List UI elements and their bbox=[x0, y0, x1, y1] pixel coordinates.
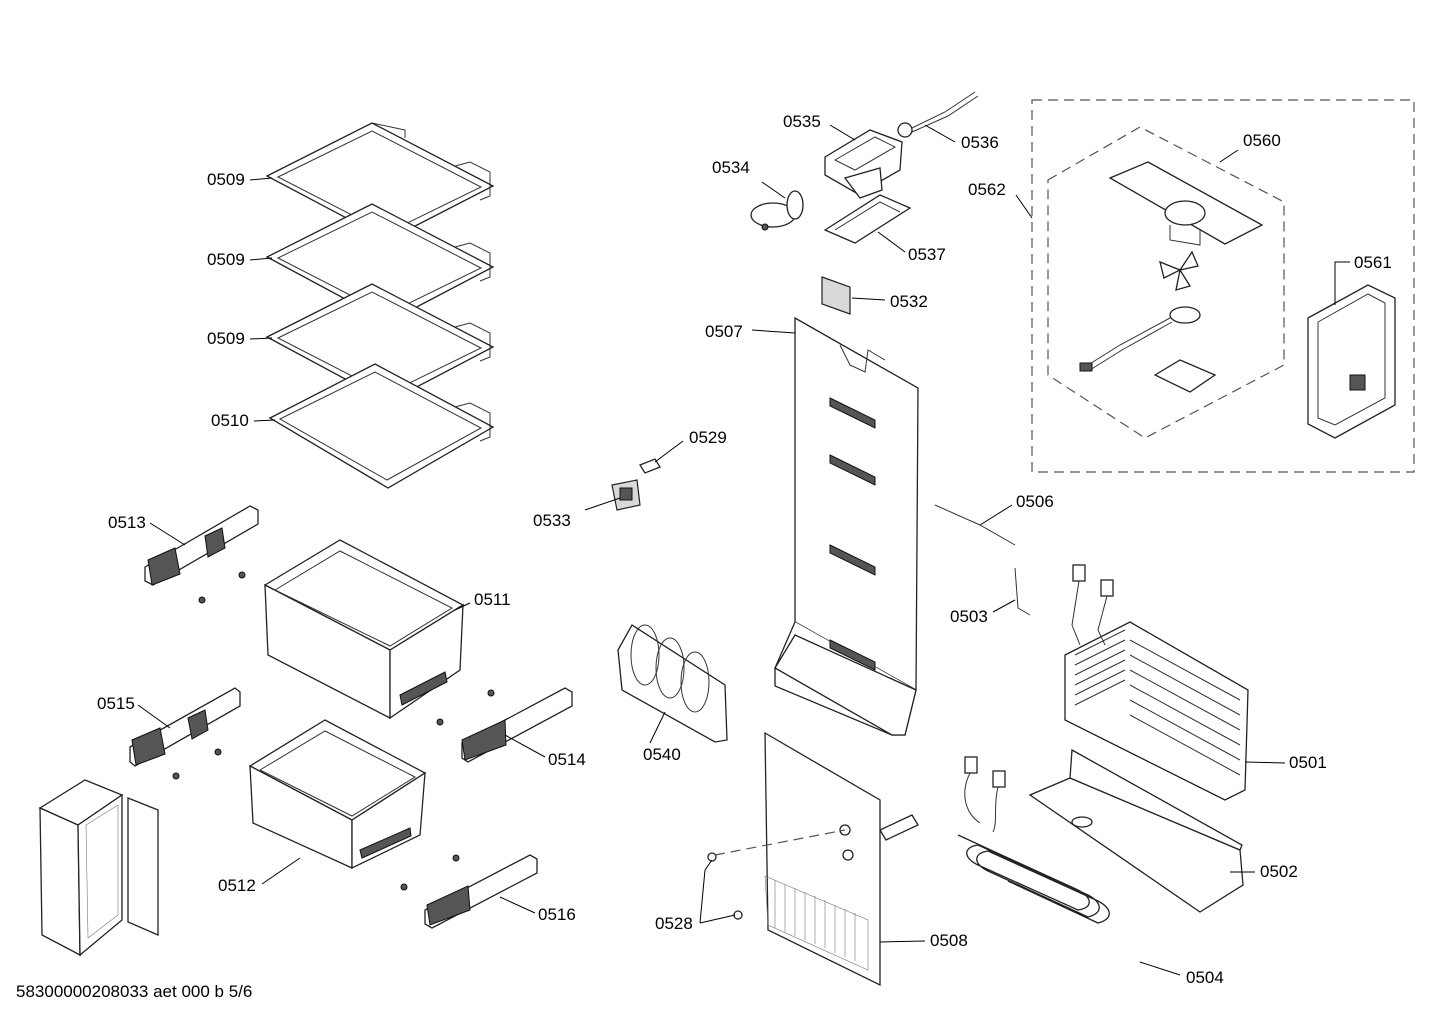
label-0532: 0532 bbox=[890, 292, 928, 311]
fan-cover-0560 bbox=[1108, 161, 1264, 246]
label-0533: 0533 bbox=[533, 511, 571, 530]
label-0537: 0537 bbox=[908, 245, 946, 264]
label-0529: 0529 bbox=[689, 428, 727, 447]
fan-blade bbox=[1159, 250, 1199, 291]
lamp-cover-0537 bbox=[823, 194, 912, 244]
label-0562: 0562 bbox=[968, 180, 1006, 199]
rail-0513 bbox=[144, 505, 259, 604]
label-0502: 0502 bbox=[1260, 862, 1298, 881]
drip-tray-0502 bbox=[1028, 748, 1244, 913]
switch-0533 bbox=[611, 479, 641, 511]
label-0513: 0513 bbox=[108, 513, 146, 532]
label-0509-b: 0509 bbox=[207, 250, 245, 269]
drawer-0512 bbox=[248, 719, 427, 870]
label-0508: 0508 bbox=[930, 931, 968, 950]
pad-0532 bbox=[821, 276, 851, 315]
label-0535: 0535 bbox=[783, 112, 821, 131]
label-0509-c: 0509 bbox=[207, 329, 245, 348]
label-0515: 0515 bbox=[97, 694, 135, 713]
sensor-cable-0536 bbox=[897, 91, 979, 138]
label-0511: 0511 bbox=[474, 590, 511, 609]
rail-0514 bbox=[436, 687, 573, 763]
rear-panel-0507 bbox=[774, 316, 919, 736]
label-0504: 0504 bbox=[1186, 968, 1224, 987]
label-0560: 0560 bbox=[1243, 131, 1281, 150]
label-0516: 0516 bbox=[538, 905, 576, 924]
clip-0529 bbox=[639, 458, 661, 474]
rail-0516 bbox=[400, 854, 538, 929]
label-0540: 0540 bbox=[643, 745, 681, 764]
heater-0504 bbox=[957, 756, 1110, 924]
air-duct-0540 bbox=[617, 624, 728, 743]
partition-panel bbox=[38, 779, 159, 957]
label-0509-a: 0509 bbox=[207, 170, 245, 189]
fan-motor bbox=[1079, 306, 1201, 372]
mount-0561 bbox=[1307, 284, 1396, 439]
lamp-0534 bbox=[750, 190, 804, 231]
fan-group-0562-outline bbox=[1047, 126, 1285, 439]
label-0507: 0507 bbox=[705, 322, 743, 341]
label-0501: 0501 bbox=[1289, 753, 1327, 772]
rail-0515 bbox=[129, 687, 241, 780]
drawer-0511 bbox=[263, 539, 465, 720]
label-0510: 0510 bbox=[211, 411, 249, 430]
label-0506: 0506 bbox=[1016, 492, 1054, 511]
lamp-housing-0535 bbox=[824, 129, 903, 199]
shelf-0510 bbox=[268, 363, 495, 489]
label-0528: 0528 bbox=[655, 914, 693, 933]
motor-bracket bbox=[1153, 359, 1217, 393]
label-0512: 0512 bbox=[218, 876, 256, 895]
sensor-0503 bbox=[1014, 567, 1031, 616]
screws-0528 bbox=[699, 829, 846, 924]
label-0561: 0561 bbox=[1354, 253, 1392, 272]
label-0534: 0534 bbox=[712, 158, 750, 177]
label-0536: 0536 bbox=[961, 133, 999, 152]
evaporator-0501 bbox=[1064, 564, 1249, 801]
label-0514: 0514 bbox=[548, 750, 586, 769]
fan-assembly-box bbox=[1031, 99, 1415, 473]
evaporator-cover-0508 bbox=[764, 731, 919, 987]
label-0503: 0503 bbox=[950, 607, 988, 626]
document-id: 58300000208033 aet 000 b 5/6 bbox=[16, 982, 253, 1001]
